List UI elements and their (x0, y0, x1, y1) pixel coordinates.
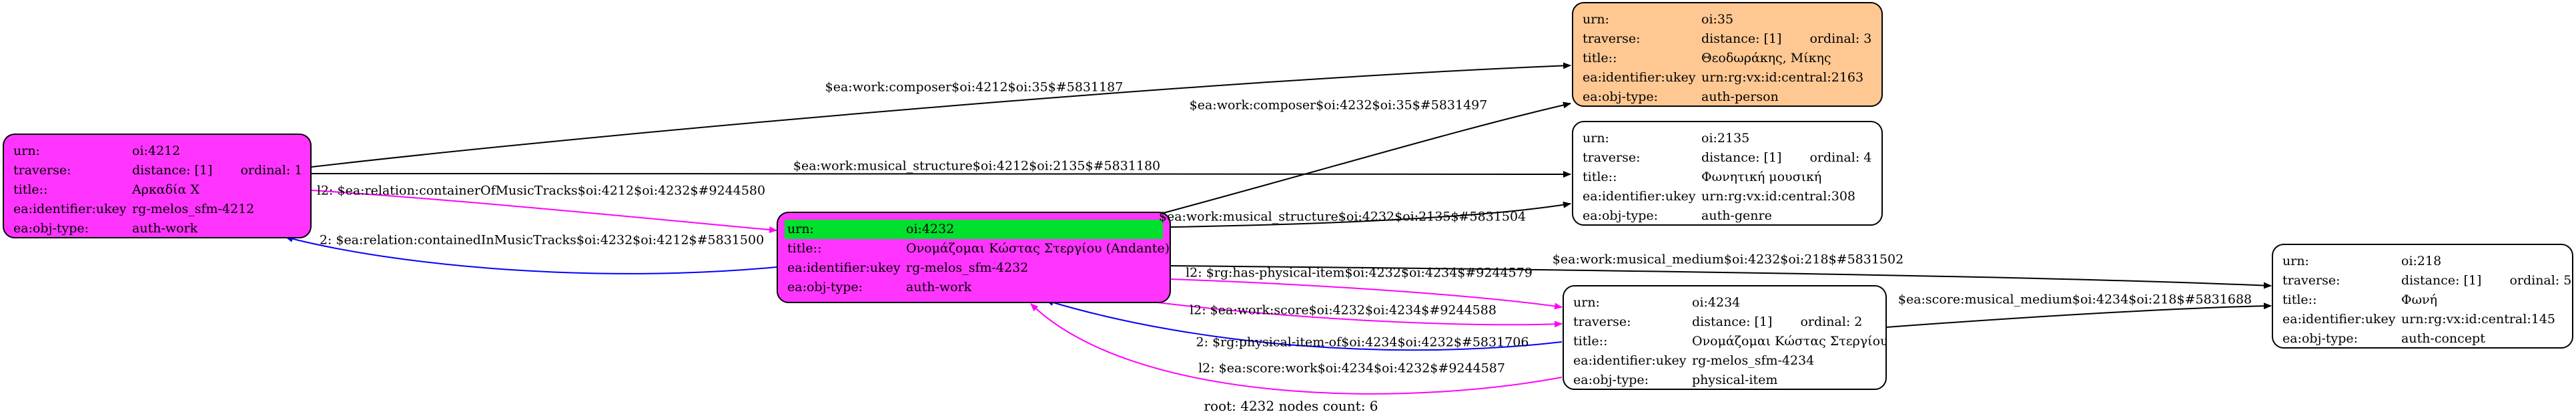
edge-label-4234-musical-medium-218: $ea:score:musical_medium$oi:4234$oi:218$… (1897, 292, 2252, 307)
edge-label-4232-score-4234: l2: $ea:work:score$oi:4232$oi:4234$#9244… (1190, 302, 1496, 318)
edge-label-4234-score-work-4232: l2: $ea:score:work$oi:4234$oi:4232$#9244… (1198, 361, 1505, 376)
edge-4232-score-4234 (1140, 300, 1563, 328)
edge-label-4232-musical-medium-218: $ea:work:musical_medium$oi:4232$oi:218$#… (1552, 252, 1904, 267)
edge-4212-composer-35 (311, 62, 1571, 168)
edge-label-4232-has-physical-item-4234: l2: $rg:has-physical-item$oi:4232$oi:423… (1186, 265, 1533, 280)
node-row: title::Αρκαδία Χ (13, 182, 199, 197)
node-row: urn:oi:2135 (1583, 131, 1750, 146)
node-row: urn:oi:218 (2282, 254, 2442, 268)
edge-label-4232-contained-in-4212: 2: $ea:relation:containedInMusicTracks$o… (319, 232, 765, 248)
node-row: urn:oi:4234 (1573, 295, 1741, 310)
edge-4232-contained-in-4212 (285, 235, 777, 274)
node-row: traverse:distance: [1]ordinal: 3 (1583, 31, 1872, 46)
node-oi-218[interactable]: urn:oi:218 traverse:distance: [1]ordinal… (2272, 244, 2573, 349)
node-oi-4212[interactable]: urn:oi:4212 traverse:distance: [1]ordina… (3, 134, 312, 238)
node-oi-2135[interactable]: urn:oi:2135 traverse:distance: [1]ordina… (1572, 121, 1883, 226)
node-row: ea:obj-type:auth-work (787, 280, 972, 294)
node-row: ea:obj-type:auth-genre (1583, 208, 1772, 223)
edge-label-4232-composer-35: $ea:work:composer$oi:4232$oi:35$#5831497 (1189, 97, 1488, 113)
node-row: ea:obj-type:auth-person (1583, 89, 1779, 104)
node-oi-35[interactable]: urn:oi:35 traverse:distance: [1]ordinal:… (1572, 2, 1883, 107)
node-row: traverse:distance: [1]ordinal: 5 (2282, 273, 2572, 288)
node-row: title::Ονομάζομαι Κώστας Στεργίου (Andan… (787, 241, 1170, 256)
edge-label-4212-musical-structure-2135: $ea:work:musical_structure$oi:4212$oi:21… (793, 158, 1161, 174)
node-row: traverse:distance: [1]ordinal: 4 (1583, 150, 1872, 165)
edge-4234-physical-item-of-4232 (1045, 299, 1563, 351)
edge-4212-container-of-4232 (311, 190, 777, 233)
edge-label-4212-container-of-4232: l2: $ea:relation:containerOfMusicTracks$… (316, 183, 766, 198)
edge-label-4232-musical-structure-2135: $ea:work:musical_structure$oi:4232$oi:21… (1158, 209, 1527, 224)
node-row: urn:oi:35 (1583, 12, 1734, 27)
node-row: traverse:distance: [1]ordinal: 2 (1573, 314, 1863, 329)
edge-4234-musical-medium-218 (1886, 302, 2272, 328)
node-row: ea:obj-type:physical-item (1573, 373, 1778, 387)
node-row: traverse:distance: [1]ordinal: 1 (13, 163, 303, 178)
edge-4232-composer-35 (1160, 101, 1571, 214)
node-oi-4234[interactable]: urn:oi:4234 traverse:distance: [1]ordina… (1563, 285, 1887, 390)
edge-4234-score-work-4232 (1030, 303, 1563, 395)
node-row: ea:obj-type:auth-concept (2282, 331, 2485, 346)
edge-4232-has-physical-item-4234 (1170, 278, 1563, 310)
node-row: title::Φωνητική μουσική (1583, 170, 1822, 184)
node-oi-4232[interactable]: urn:oi:4232 title::Ονομάζομαι Κώστας Στε… (777, 212, 1171, 303)
edge-4232-musical-structure-2135 (1170, 201, 1571, 228)
graph-footer-caption: root: 4232 nodes count: 6 (1204, 398, 1378, 414)
node-row-highlighted: urn:oi:4232 (785, 220, 1163, 239)
edge-label-4212-composer-35: $ea:work:composer$oi:4212$oi:35$#5831187 (825, 79, 1124, 95)
edge-4232-musical-medium-218 (1170, 265, 2272, 289)
node-row: title::Θεοδωράκης, Μίκης (1583, 51, 1831, 65)
node-row: ea:obj-type:auth-work (13, 221, 198, 236)
node-row: title::Ονομάζομαι Κώστας Στεργίου (1573, 334, 1887, 349)
edge-label-4234-physical-item-of-4232: 2: $rg:physical-item-of$oi:4234$oi:4232$… (1196, 335, 1529, 350)
node-row: urn:oi:4212 (13, 144, 181, 158)
node-row: title::Φωνή (2282, 292, 2438, 307)
